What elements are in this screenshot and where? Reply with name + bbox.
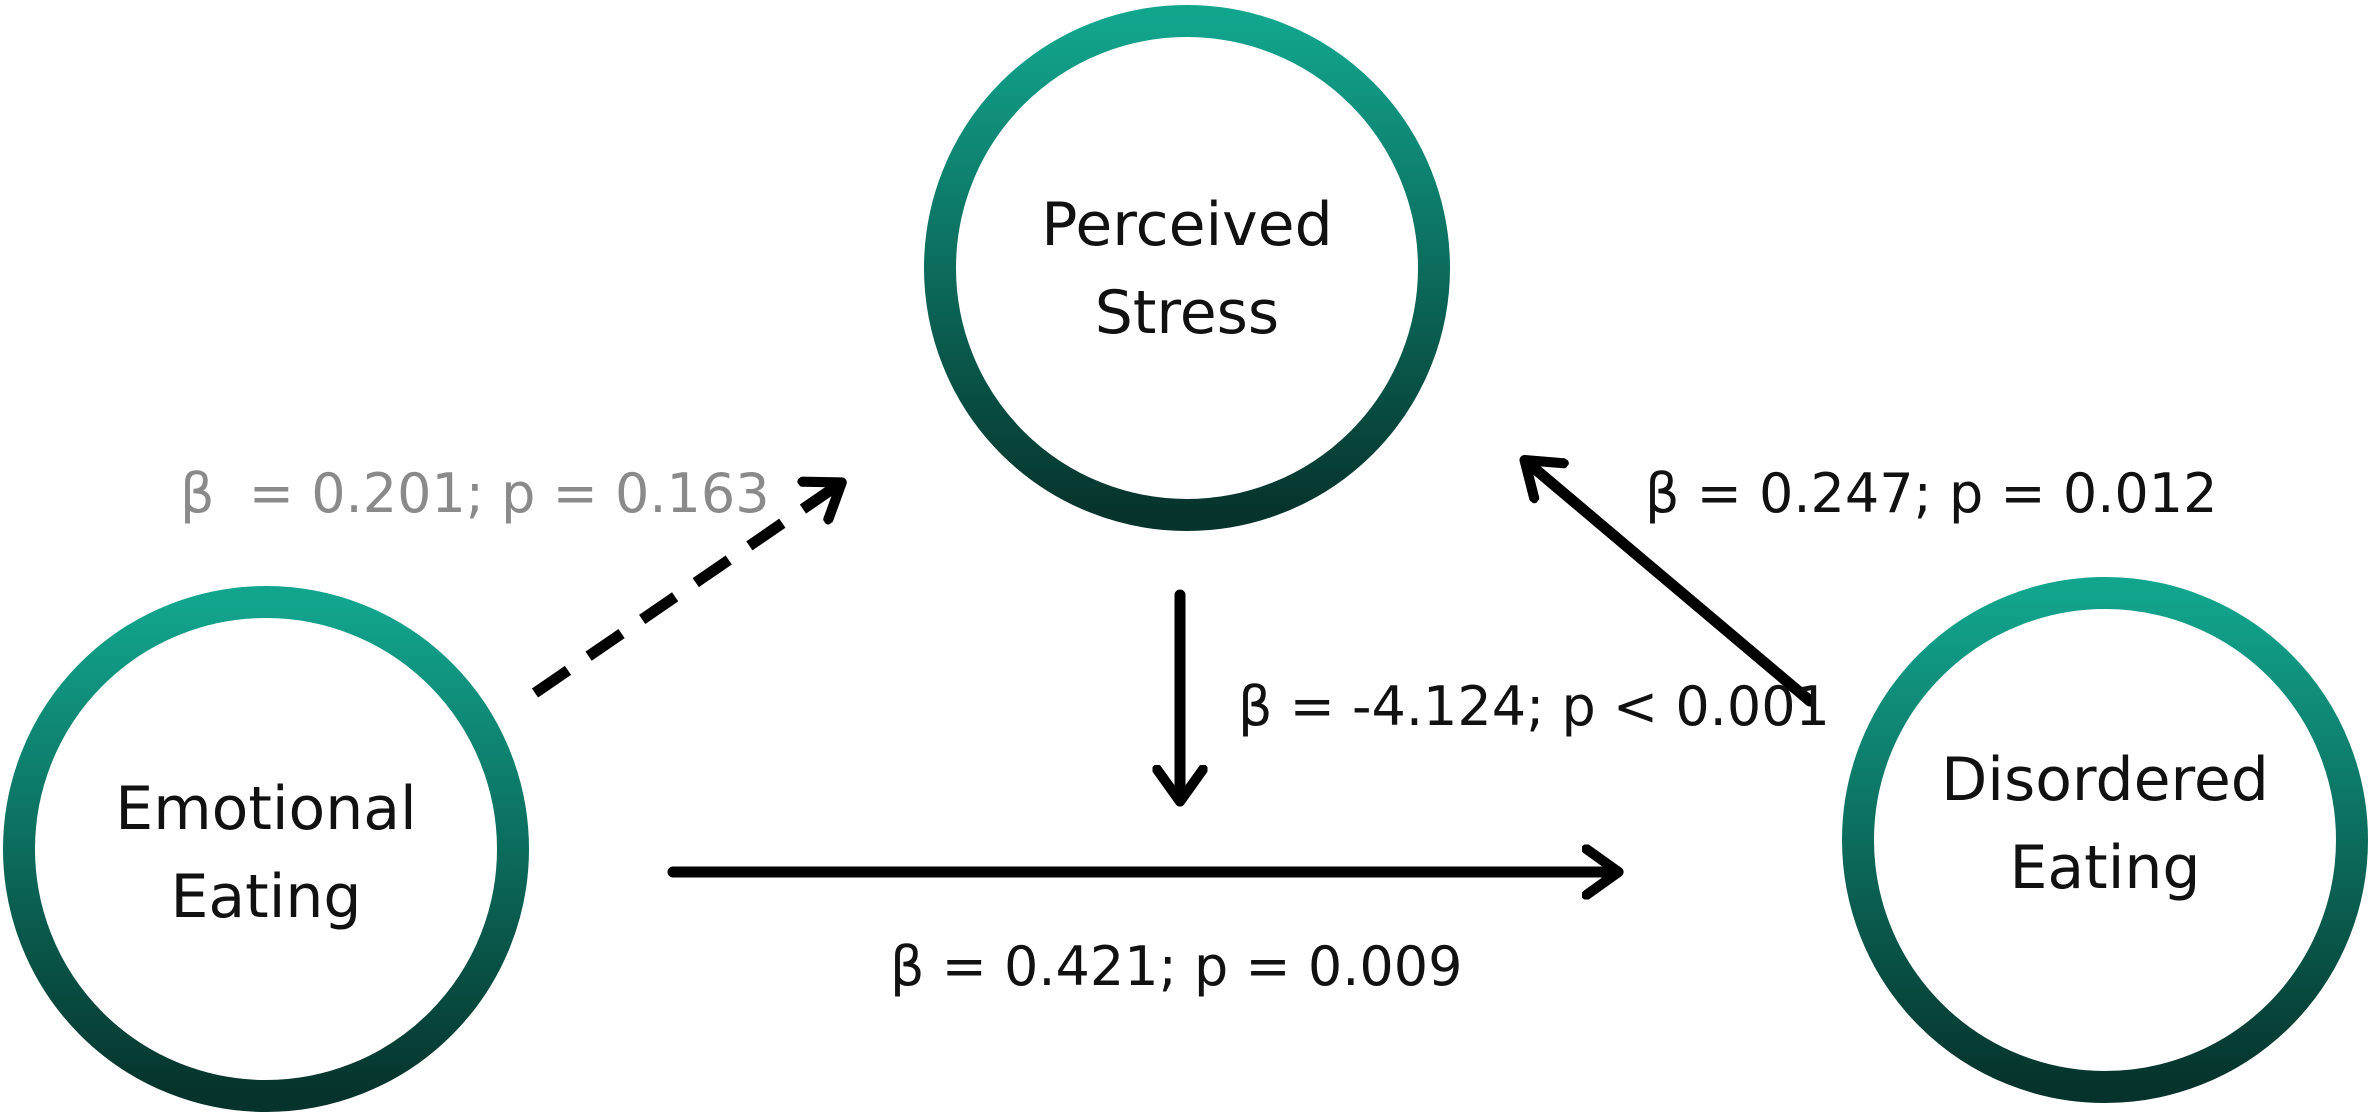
- edge-label-emotional-to-disordered: β = 0.421; p = 0.009: [890, 935, 1462, 998]
- node-ring: [3, 586, 529, 1112]
- edge-label-disordered-to-stress: β = 0.247; p = 0.012: [1645, 462, 2217, 525]
- node-ring: [924, 5, 1450, 531]
- node-ring: [1842, 577, 2368, 1103]
- edge-label-stress-effect: β = -4.124; p < 0.001: [1238, 675, 1830, 738]
- node-label-line2: Eating: [2010, 833, 2201, 903]
- node-label-line2: Eating: [171, 862, 362, 932]
- node-label-line1: Disordered: [1941, 745, 2269, 815]
- node-label-line1: Emotional: [115, 774, 416, 844]
- node-emotional-eating: Emotional Eating: [3, 586, 529, 1112]
- node-disordered-eating: Disordered Eating: [1842, 577, 2368, 1103]
- node-perceived-stress: Perceived Stress: [924, 5, 1450, 531]
- node-label-line1: Perceived: [1041, 190, 1332, 260]
- arrow-disordered-to-stress: [1528, 463, 1816, 707]
- node-label-line2: Stress: [1095, 278, 1279, 348]
- edge-label-emotional-to-stress: β = 0.201; p = 0.163: [180, 462, 770, 525]
